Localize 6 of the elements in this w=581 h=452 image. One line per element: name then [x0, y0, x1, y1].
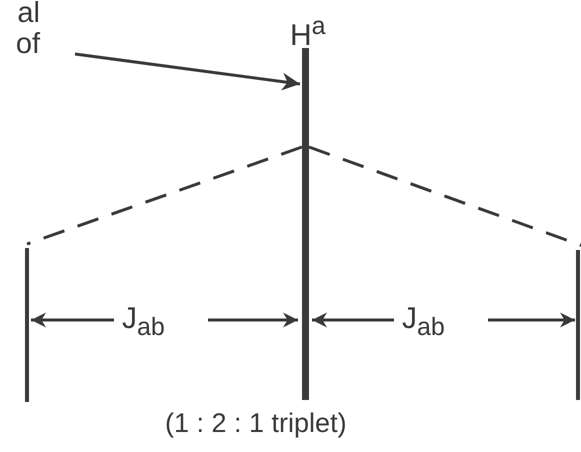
- dashed-connector: [26, 146, 302, 246]
- annotation-text: al of: [0, 0, 40, 62]
- peak-label: H$^{a}$: [290, 12, 326, 53]
- multiplicity-caption: (1 : 2 : 1 triplet): [165, 408, 347, 439]
- dashed-connector: [308, 146, 581, 248]
- arrow: [74, 52, 300, 91]
